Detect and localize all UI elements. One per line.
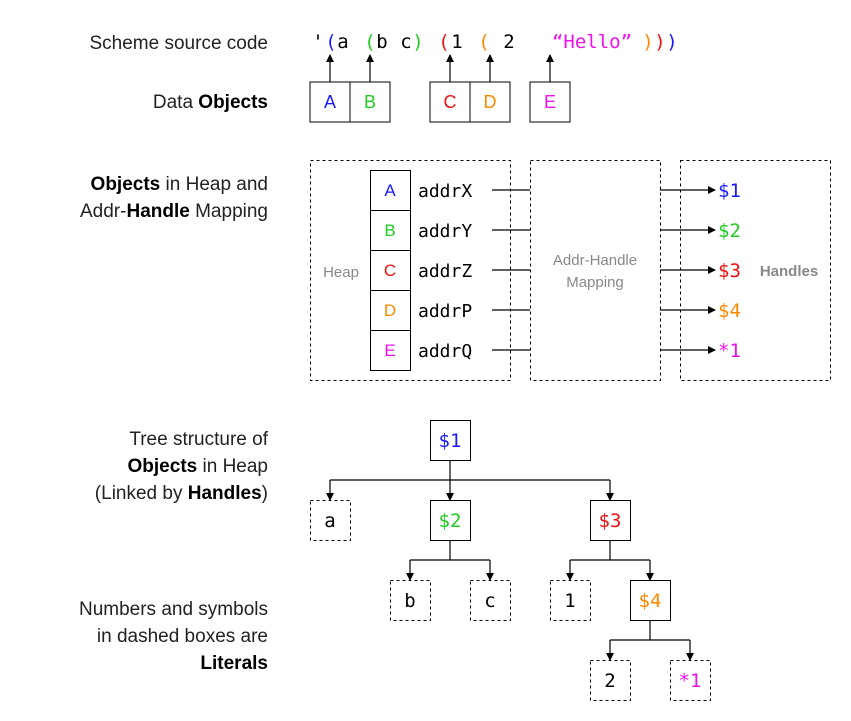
label-heap-line2: Addr-Handle Mapping xyxy=(80,201,268,222)
code-symbol-c: c xyxy=(400,31,411,53)
label-source-code: Scheme source code xyxy=(90,33,269,54)
heap-addresses: addrX addrY addrZ addrP addrQ xyxy=(418,181,472,362)
heap-object-c: C xyxy=(384,261,396,280)
code-number-2: 2 xyxy=(503,31,514,53)
data-object-a: A xyxy=(324,92,336,112)
tree-node-root-box xyxy=(430,420,471,461)
label-literals-line2: in dashed boxes are xyxy=(97,626,268,647)
tree-node-a: a xyxy=(324,510,335,532)
handle-4: $4 xyxy=(718,300,741,322)
handles-label: Handles xyxy=(760,263,818,280)
code-paren-close-b: ) xyxy=(412,31,423,53)
code-paren-open-a: ( xyxy=(325,31,336,53)
heap-object-e: E xyxy=(384,341,395,360)
handle-2: $2 xyxy=(718,220,741,242)
data-objects-row: A B C D E xyxy=(309,81,571,123)
heap-cells xyxy=(370,170,411,371)
code-paren-close-c: ) xyxy=(654,31,665,53)
data-object-c: C xyxy=(444,92,457,112)
tree-node-star1-box xyxy=(670,660,711,701)
label-tree-line2: Objects in Heap xyxy=(128,456,268,477)
tree-node-2-box xyxy=(590,660,631,701)
tree-node-2: 2 xyxy=(604,670,615,692)
data-object-b: B xyxy=(364,92,376,112)
address-q: addrQ xyxy=(418,341,472,362)
heap-object-b: B xyxy=(384,221,395,240)
handle-arrows xyxy=(660,186,716,354)
data-object-box-a xyxy=(309,81,351,123)
heap-label: Heap xyxy=(323,264,359,281)
data-object-box-d xyxy=(469,81,511,123)
tree-literal-boxes xyxy=(310,500,711,701)
label-tree-line3: (Linked by Handles) xyxy=(95,483,268,504)
source-arrows xyxy=(326,54,554,82)
code-string-hello: “Hello” xyxy=(552,31,632,53)
mapping-label-line2: Mapping xyxy=(566,274,624,291)
heap-object-labels: A B C D E xyxy=(384,181,396,360)
tree-node-labels: $1 a $2 $3 b c 1 $4 2 *1 xyxy=(324,430,701,692)
code-paren-close-d: ) xyxy=(642,31,653,53)
label-data-objects: Data Objects xyxy=(153,92,268,113)
tree-node-h3-box xyxy=(590,500,631,541)
tree-node-1-box xyxy=(550,580,591,621)
heap-cell-e xyxy=(370,330,411,371)
code-paren-open-c: ( xyxy=(438,31,449,53)
label-literals-line3: Literals xyxy=(200,653,268,674)
tree-node-h2-box xyxy=(430,500,471,541)
code-number-1: 1 xyxy=(451,31,462,53)
tree-node-1: 1 xyxy=(564,590,575,612)
label-heap-line1: Objects in Heap and xyxy=(91,174,268,195)
code-symbol-a: a xyxy=(337,31,348,53)
label-literals-line1: Numbers and symbols xyxy=(79,599,268,620)
mapping-label: Addr-Handle Mapping xyxy=(553,252,637,291)
heap-cell-a xyxy=(370,170,411,211)
handle-3: $3 xyxy=(718,260,741,282)
handle-star1: *1 xyxy=(718,340,741,362)
code-paren-open-d: ( xyxy=(478,31,489,53)
address-p: addrP xyxy=(418,301,472,322)
handle-1: $1 xyxy=(718,180,741,202)
tree-node-b: b xyxy=(404,590,415,612)
tree-node-h4: $4 xyxy=(639,590,662,612)
tree-node-b-box xyxy=(390,580,431,621)
data-object-box-b xyxy=(349,81,391,123)
code-paren-close-a: ) xyxy=(666,31,677,53)
source-code: ' ( a ( b c ) ( 1 ( 2 “Hello” ) ) ) xyxy=(312,31,677,53)
tree-node-h2: $2 xyxy=(439,510,462,532)
heap-cell-b xyxy=(370,210,411,251)
tree-node-h3: $3 xyxy=(599,510,622,532)
tree-edges xyxy=(326,460,694,661)
tree-node-root: $1 xyxy=(439,430,462,452)
mapping-label-line1: Addr-Handle xyxy=(553,252,637,269)
data-object-box-e xyxy=(529,81,571,123)
address-y: addrY xyxy=(418,221,472,242)
address-x: addrX xyxy=(418,181,472,202)
heap-object-d: D xyxy=(384,301,396,320)
handle-values: $1 $2 $3 $4 *1 xyxy=(718,180,741,362)
data-object-d: D xyxy=(484,92,497,112)
code-quote: ' xyxy=(312,31,323,53)
tree-node-c-box xyxy=(470,580,511,621)
heap-object-a: A xyxy=(384,181,396,200)
data-object-box-c xyxy=(429,81,471,123)
tree-node-c: c xyxy=(484,590,495,612)
heap-cell-d xyxy=(370,290,411,331)
data-object-e: E xyxy=(544,92,556,112)
tree-node-star1: *1 xyxy=(679,670,702,692)
tree-node-a-box xyxy=(310,500,351,541)
address-lines xyxy=(492,189,530,351)
tree-node-h4-box xyxy=(630,580,671,621)
address-z: addrZ xyxy=(418,261,472,282)
code-symbol-b: b xyxy=(376,31,387,53)
label-tree-line1: Tree structure of xyxy=(129,429,268,450)
tree-handle-boxes xyxy=(430,420,671,621)
heap-cell-c xyxy=(370,250,411,291)
code-paren-open-b: ( xyxy=(364,31,375,53)
mapping-container xyxy=(530,160,661,381)
